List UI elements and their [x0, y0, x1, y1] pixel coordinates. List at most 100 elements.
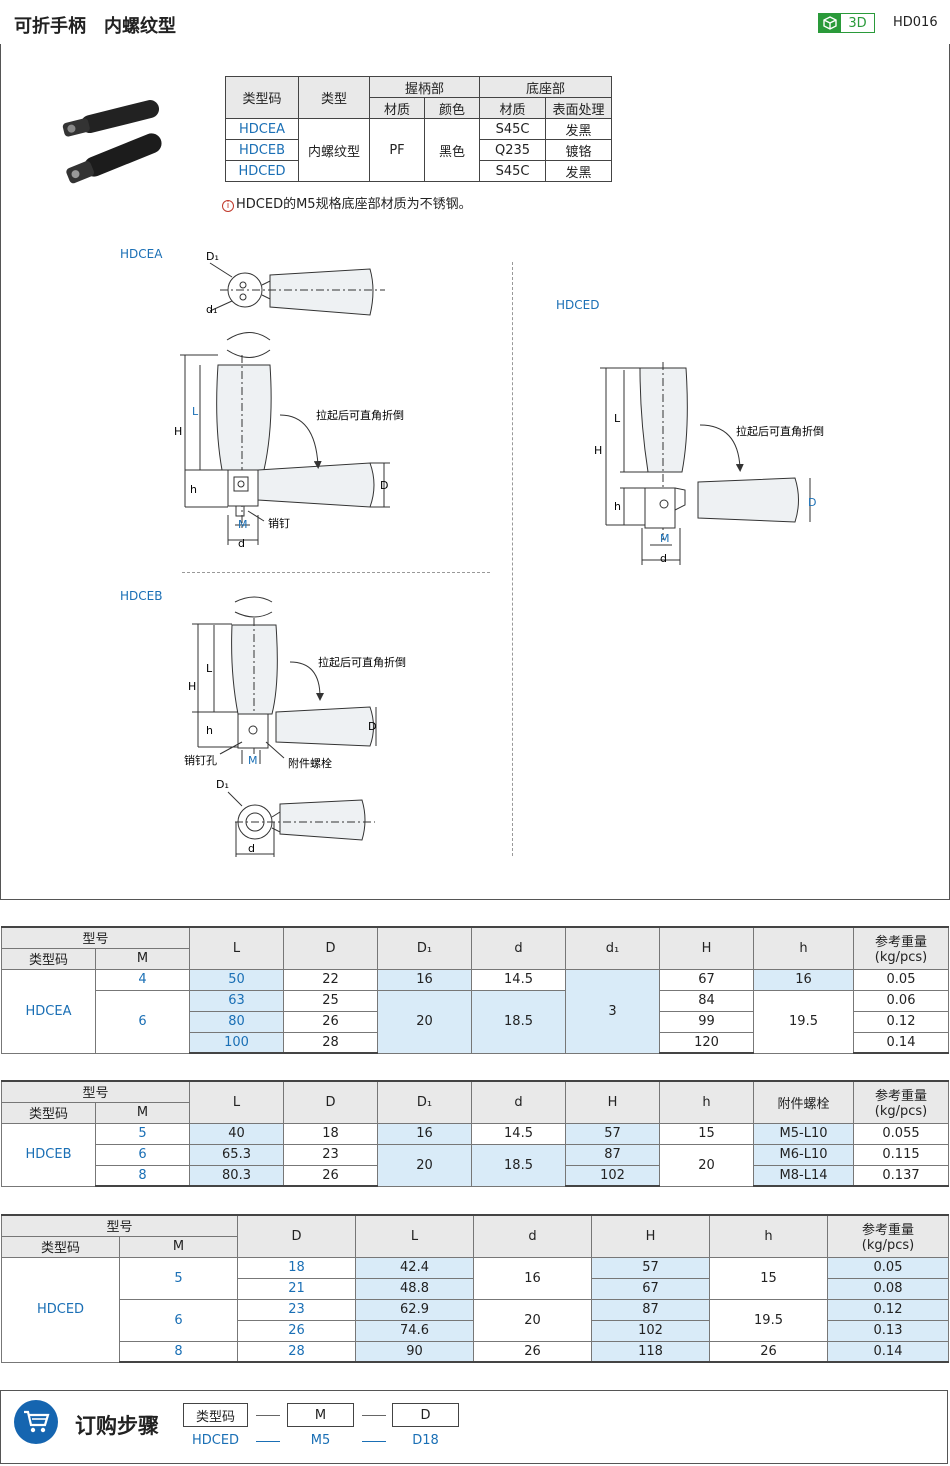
header-weight: 参考重量(kg/pcs)	[853, 1080, 950, 1124]
order-connector	[362, 1415, 386, 1416]
header-base: 底座部	[479, 76, 613, 98]
cell-D: 25	[283, 989, 379, 1012]
cell-h: 26	[709, 1340, 829, 1363]
cell-weight: 0.06	[853, 989, 950, 1012]
header-M: M	[94, 1101, 191, 1124]
order-value-type-code: HDCED	[191, 1433, 240, 1448]
d-value[interactable]: 26	[237, 1319, 357, 1342]
dim-h: h	[614, 500, 621, 513]
l-value[interactable]: 63	[189, 989, 285, 1012]
header-weight-unit: (kg/pcs)	[861, 1238, 915, 1254]
dim-d1-upper: D₁	[206, 250, 219, 263]
header-H: H	[565, 1080, 661, 1124]
dim-h-total: H	[594, 444, 602, 457]
order-box-d: D	[392, 1403, 459, 1427]
dim-d-outer: D	[368, 720, 376, 733]
page-title: 可折手柄 内螺纹型	[14, 16, 176, 37]
d-value[interactable]: 28	[237, 1340, 357, 1363]
cell-base-material: S45C	[479, 160, 547, 182]
cell-H: 67	[591, 1277, 711, 1300]
cell-base-material: Q235	[479, 139, 547, 161]
cell-D: 23	[283, 1143, 379, 1166]
d-value[interactable]: 23	[237, 1298, 357, 1321]
m-value[interactable]: 6	[94, 1143, 191, 1166]
header-grip-material: 材质	[369, 97, 425, 119]
m-value[interactable]: 5	[118, 1256, 239, 1300]
cell-H: 102	[591, 1319, 711, 1342]
d-value[interactable]: 18	[237, 1256, 357, 1279]
cell-d: 18.5	[471, 1143, 567, 1187]
order-connector	[256, 1415, 280, 1416]
cell-bolt: M6-L10	[753, 1143, 855, 1166]
header-L: L	[189, 1080, 285, 1124]
cell-D: 22	[283, 968, 379, 991]
dim-h: h	[206, 724, 213, 737]
cell-H: 87	[565, 1143, 661, 1166]
m-value[interactable]: 6	[118, 1298, 239, 1342]
m-value[interactable]: 5	[94, 1122, 191, 1145]
cell-d: 14.5	[471, 1122, 567, 1145]
cart-icon	[14, 1400, 58, 1444]
type-code-link[interactable]: HDCED	[1, 1256, 120, 1363]
type-code-link[interactable]: HDCEA	[225, 118, 299, 140]
d-value[interactable]: 21	[237, 1277, 357, 1300]
type-code-link[interactable]: HDCEA	[1, 968, 96, 1054]
type-code-link[interactable]: HDCEB	[1, 1122, 96, 1187]
diagram-label-hdceb: HDCEB	[120, 589, 163, 603]
3d-label: 3D	[848, 15, 867, 31]
m-value[interactable]: 4	[94, 968, 191, 991]
m-value[interactable]: 8	[94, 1164, 191, 1187]
header-type: 类型	[298, 76, 370, 119]
cell-D: 28	[283, 1031, 379, 1054]
header-weight-label: 参考重量	[875, 935, 928, 951]
cell-weight: 0.12	[853, 1010, 950, 1033]
header-weight: 参考重量(kg/pcs)	[853, 926, 950, 970]
cell-L: 74.6	[355, 1319, 475, 1342]
cell-h: 20	[659, 1143, 755, 1187]
cell-D1: 16	[377, 968, 473, 991]
header-M: M	[94, 947, 191, 970]
type-code-link[interactable]: HDCED	[225, 160, 299, 182]
m-value[interactable]: 8	[118, 1340, 239, 1363]
cell-H: 118	[591, 1340, 711, 1363]
l-value[interactable]: 80	[189, 1010, 285, 1033]
3d-button[interactable]: 3D	[818, 13, 875, 33]
header-D: D	[237, 1214, 357, 1258]
header-h: h	[753, 926, 855, 970]
cell-H: 102	[565, 1164, 661, 1187]
type-code-link[interactable]: HDCEB	[225, 139, 299, 161]
order-connector	[362, 1441, 386, 1442]
cell-weight: 0.05	[853, 968, 950, 991]
header-D: D	[283, 1080, 379, 1124]
dim-h: h	[190, 483, 197, 496]
cell-grip-color: 黑色	[423, 118, 481, 182]
dim-h-total: H	[174, 425, 182, 438]
cell-weight: 0.13	[827, 1319, 950, 1342]
header-weight: 参考重量(kg/pcs)	[827, 1214, 950, 1258]
cell-base-material: S45C	[479, 118, 547, 140]
cell-weight: 0.05	[827, 1256, 950, 1279]
header-L: L	[355, 1214, 475, 1258]
product-code: HD016	[893, 15, 938, 30]
cell-h: 19.5	[709, 1298, 829, 1342]
l-value[interactable]: 50	[189, 968, 285, 991]
product-photo	[62, 100, 162, 184]
note-text: HDCED的M5规格底座部材质为不锈钢。	[236, 197, 472, 212]
l-value[interactable]: 100	[189, 1031, 285, 1054]
dim-d-outer: D	[808, 496, 816, 509]
cell-d: 16	[473, 1256, 593, 1300]
cell-L: 62.9	[355, 1298, 475, 1321]
header-weight-label: 参考重量	[862, 1223, 915, 1239]
cell-D1: 20	[377, 1143, 473, 1187]
cell-h: 15	[709, 1256, 829, 1300]
m-value[interactable]: 6	[94, 989, 191, 1054]
header-d1: d₁	[565, 926, 661, 970]
header-D1: D₁	[377, 1080, 473, 1124]
cell-type: 内螺纹型	[298, 118, 370, 182]
cell-D1: 16	[377, 1122, 473, 1145]
cell-grip-material: PF	[369, 118, 425, 182]
header-weight-unit: (kg/pcs)	[874, 1104, 928, 1120]
cell-weight: 0.055	[853, 1122, 950, 1145]
